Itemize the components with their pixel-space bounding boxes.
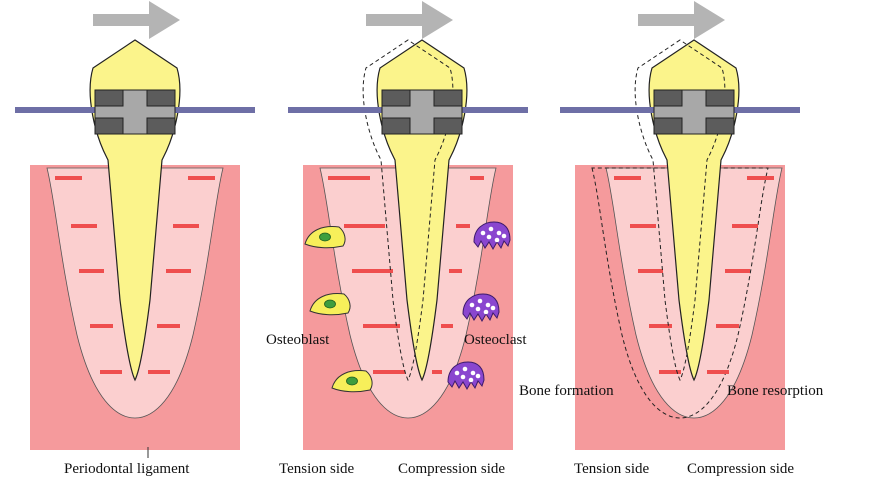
label-compression-side: Compression side (398, 462, 505, 477)
bracket (654, 90, 734, 134)
bracket (95, 90, 175, 134)
movement-arrow-icon (366, 1, 453, 39)
label-osteoclast: Osteoclast (464, 333, 526, 348)
label-osteoblast: Osteoblast (266, 333, 329, 348)
movement-arrow-icon (93, 1, 180, 39)
label-bone-formation: Bone formation (519, 384, 614, 399)
movement-arrow-icon (638, 1, 725, 39)
label-periodontal-ligament: Periodontal ligament (64, 462, 189, 477)
panel-initial (15, 1, 255, 458)
label-bone-resorption: Bone resorption (727, 384, 823, 399)
label-tension-side: Tension side (574, 462, 649, 477)
label-compression-side: Compression side (687, 462, 794, 477)
panel-force-applied (288, 1, 528, 450)
bracket (382, 90, 462, 134)
label-tension-side: Tension side (279, 462, 354, 477)
